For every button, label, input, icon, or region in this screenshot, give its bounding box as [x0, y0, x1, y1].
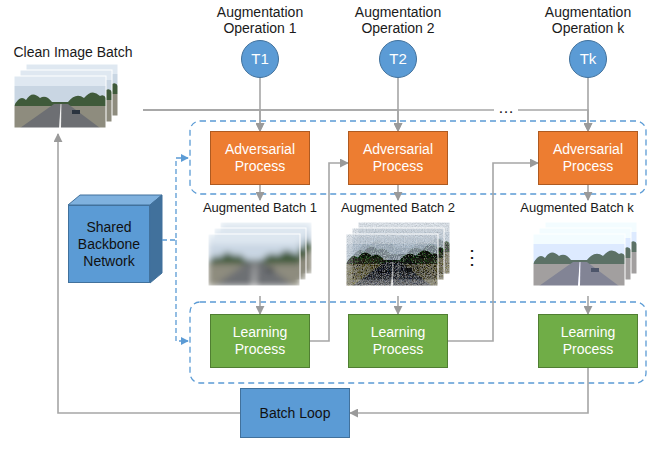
photo-edge — [14, 76, 106, 128]
operation-symbol: T2 — [389, 51, 407, 67]
operation-circle: Tk — [569, 40, 607, 78]
image-batch: Augmented Batch 2 — [336, 200, 460, 296]
image-batch: Augmented Batch k — [515, 200, 639, 296]
operation-heading: Augmentation Operation 1 — [210, 4, 310, 36]
shared-arrow — [176, 240, 188, 341]
process-box: Batch Loop — [240, 388, 350, 438]
flow-arrow — [259, 296, 261, 314]
photo-edge — [346, 234, 438, 286]
flow-arrow — [587, 185, 589, 200]
operation-circle: Augmentation Operation k Tk — [533, 4, 643, 78]
process-box: Adversarial Process — [348, 131, 448, 185]
operation-circle: Augmentation Operation 1 T1 — [205, 4, 315, 78]
box-label: Adversarial Process — [545, 141, 631, 175]
operation-symbol: T1 — [251, 51, 269, 67]
image-batch: Clean Image Batch — [3, 44, 143, 134]
photo — [533, 234, 625, 286]
flow-arrow — [310, 163, 348, 341]
photo — [14, 76, 106, 128]
photo — [208, 234, 300, 286]
process-box: Learning Process — [538, 314, 638, 368]
operation-heading: Augmentation Operation k — [538, 4, 638, 36]
process-box: Learning Process — [348, 314, 448, 368]
group-outline — [190, 302, 646, 383]
flow-arrow — [143, 110, 398, 131]
process-box: Adversarial Process — [210, 131, 310, 185]
photo — [346, 234, 438, 286]
box-label: Learning Process — [545, 324, 631, 358]
box-label: Adversarial Process — [355, 141, 441, 175]
group-outline — [190, 121, 646, 194]
image-stack — [208, 222, 312, 286]
shared-arrow — [162, 158, 188, 240]
process-box: Learning Process — [210, 314, 310, 368]
process-box: Shared Backbone Network — [68, 205, 150, 283]
process-box: Adversarial Process — [538, 131, 638, 185]
image-heading: Augmented Batch 2 — [336, 200, 460, 216]
operation-circle: Augmentation Operation 2 T2 — [343, 4, 453, 78]
box-label: Shared Backbone Network — [75, 219, 143, 270]
photo — [208, 234, 300, 286]
operation-circle: T2 — [379, 40, 417, 78]
flow-arrow — [397, 185, 399, 200]
image-batch: Augmented Batch 1 — [198, 200, 322, 296]
flow-arrow — [587, 296, 589, 314]
box-label: Learning Process — [217, 324, 303, 358]
image-heading: Clean Image Batch — [3, 44, 143, 60]
image-heading: Augmented Batch k — [515, 200, 639, 216]
photo-edge — [533, 234, 625, 286]
flow-arrow — [143, 110, 260, 131]
flow-arrow — [259, 185, 261, 200]
flow-arrow — [143, 110, 588, 131]
operation-circle: T1 — [241, 40, 279, 78]
image-stack — [14, 64, 118, 128]
flow-arrow — [350, 368, 588, 413]
ellipsis-mark: ⋮ — [462, 246, 478, 268]
photo — [533, 234, 625, 286]
cube-side — [150, 195, 162, 283]
box-label: Learning Process — [355, 324, 441, 358]
photo — [346, 234, 438, 286]
cube-top — [68, 195, 162, 205]
box-label: Batch Loop — [260, 405, 331, 422]
flow-arrow — [448, 163, 538, 341]
photo-edge — [208, 234, 300, 286]
image-heading: Augmented Batch 1 — [198, 200, 322, 216]
operation-symbol: Tk — [580, 51, 597, 67]
image-stack — [533, 222, 637, 286]
box-label: Adversarial Process — [217, 141, 303, 175]
operation-heading: Augmentation Operation 2 — [348, 4, 448, 36]
image-stack — [346, 222, 450, 286]
flow-arrow — [397, 296, 399, 314]
ellipsis-mark: … — [494, 99, 518, 117]
